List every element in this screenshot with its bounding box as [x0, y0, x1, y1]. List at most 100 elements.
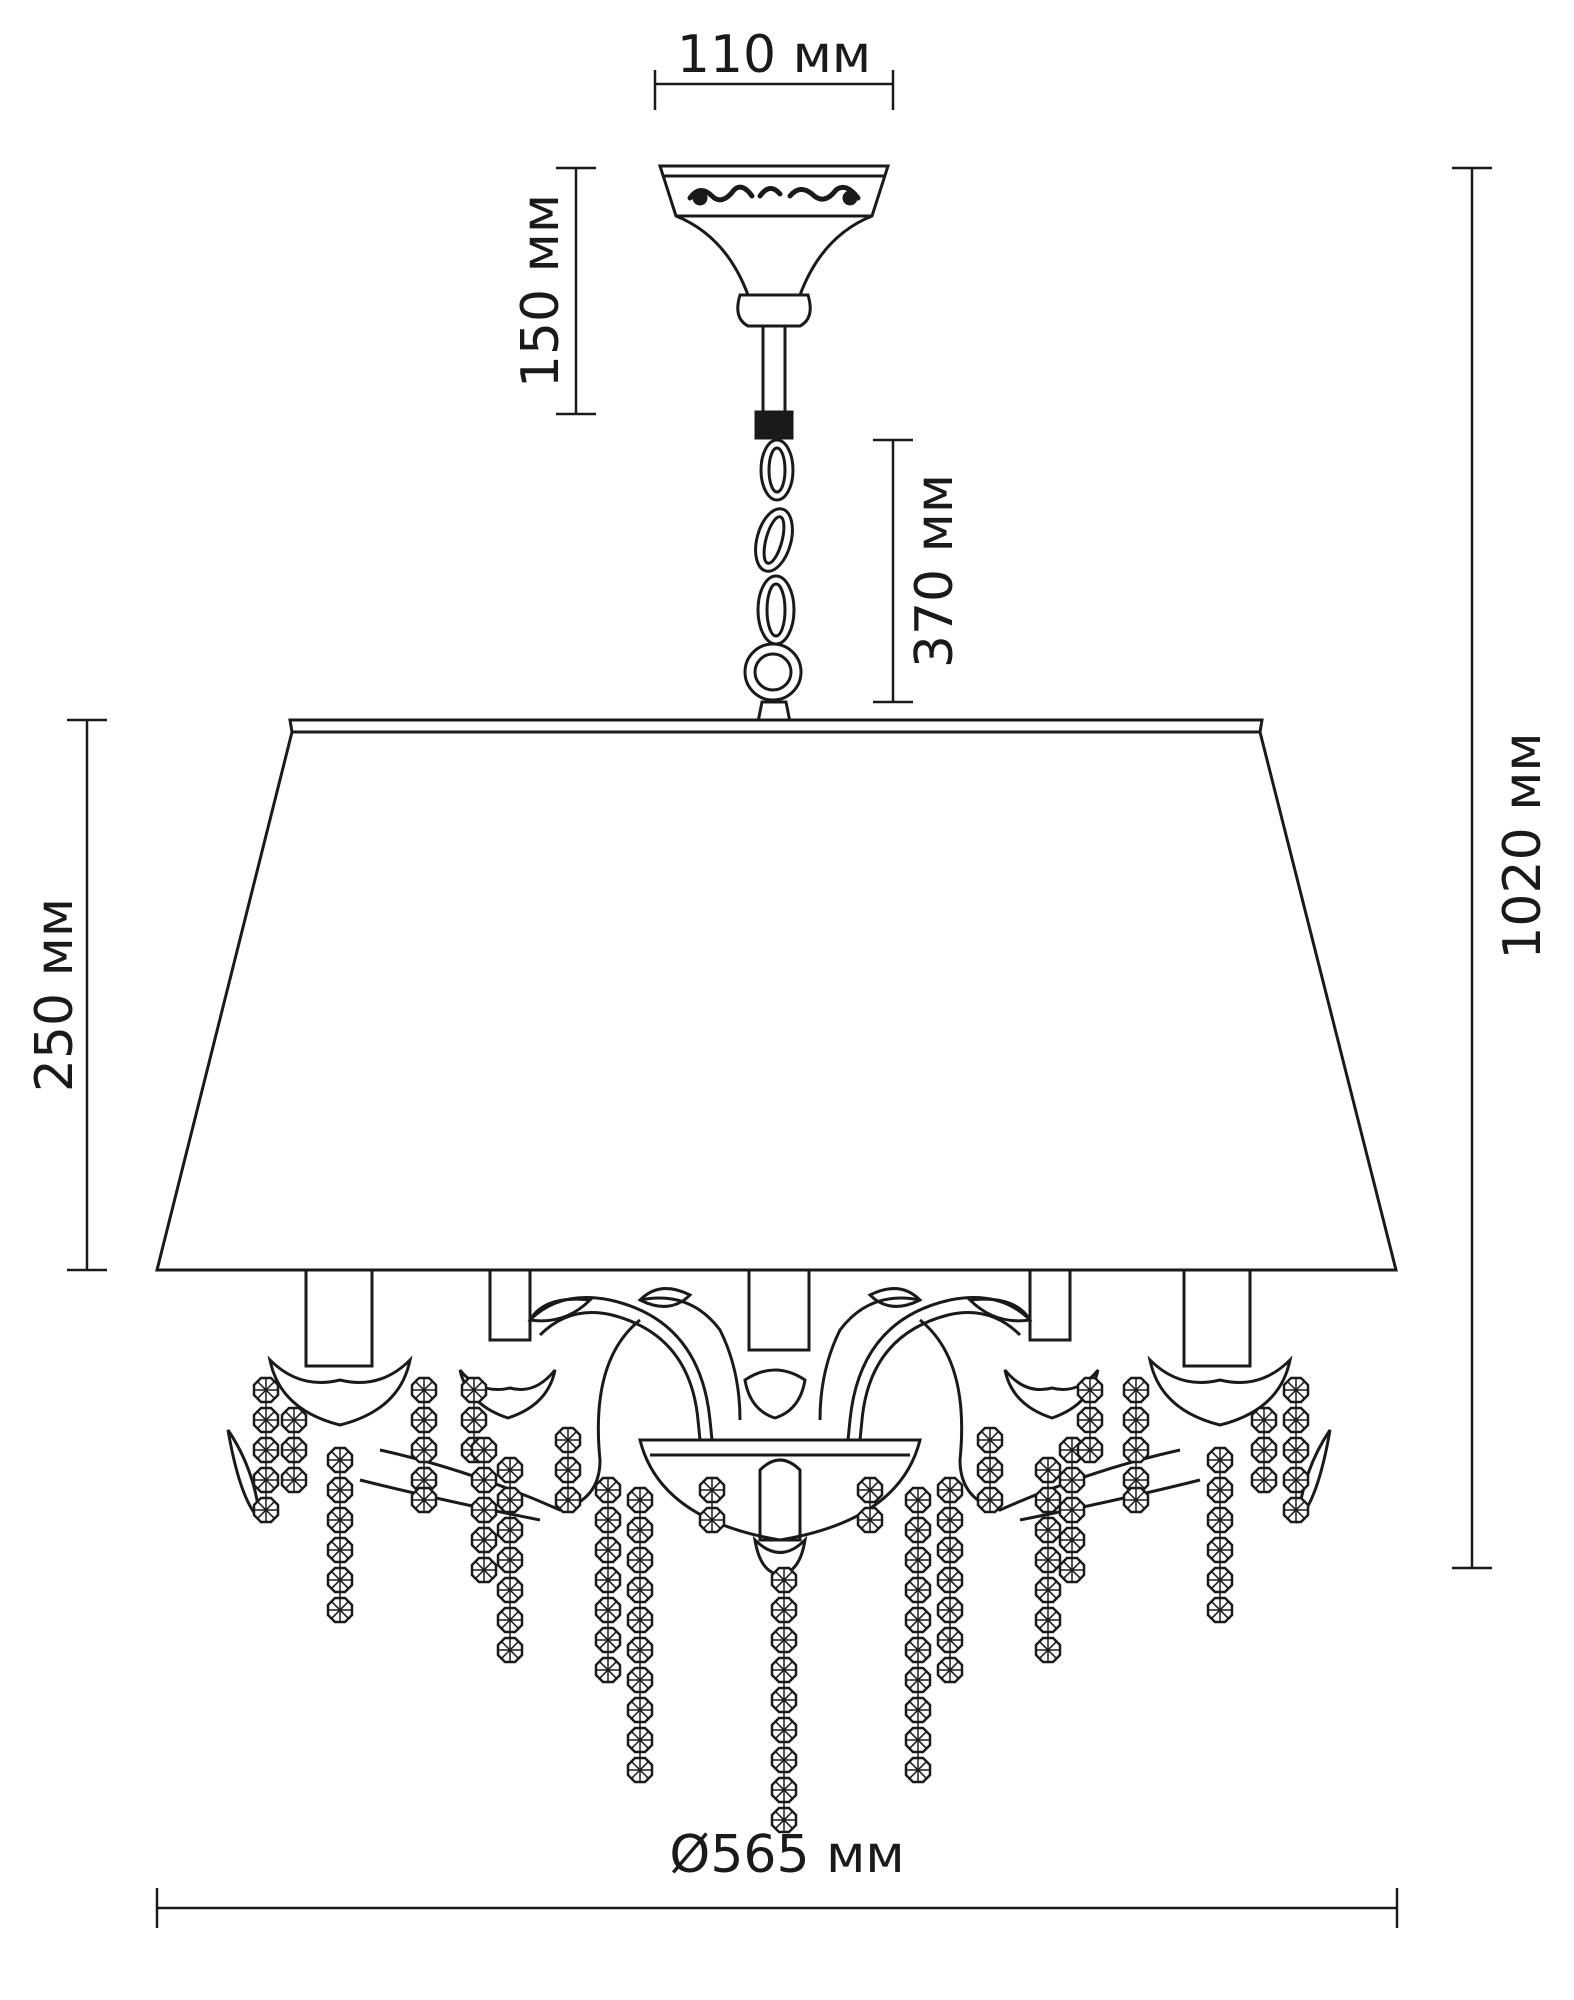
crystal-bead: [554, 1426, 582, 1454]
crystal-bead: [626, 1606, 654, 1634]
crystal-bead: [1122, 1406, 1150, 1434]
crystal-bead: [626, 1546, 654, 1574]
crystal-bead: [326, 1476, 354, 1504]
crystal-bead: [626, 1666, 654, 1694]
crystal-bead: [904, 1666, 932, 1694]
dim-chain-length: [873, 438, 913, 704]
crystal-bead: [904, 1636, 932, 1664]
crystal-bead: [770, 1716, 798, 1744]
crystal-bead: [1250, 1466, 1278, 1494]
crystal-bead: [1282, 1466, 1310, 1494]
crystal-bead: [626, 1636, 654, 1664]
candle-sleeves: [304, 1268, 1252, 1368]
dim-mount-height-label: 150 мм: [511, 194, 571, 388]
crystal-bead: [594, 1566, 622, 1594]
chain: [743, 438, 803, 724]
crystal-bead: [496, 1486, 524, 1514]
arm-leaves: [527, 1287, 1033, 1323]
crystal-bead: [554, 1486, 582, 1514]
crystal-bead: [904, 1726, 932, 1754]
crystal-bead: [1076, 1376, 1104, 1404]
crystal-bead: [252, 1466, 280, 1494]
crystal-bead: [976, 1456, 1004, 1484]
crystal-bead: [626, 1756, 654, 1784]
crystal-bead: [770, 1566, 798, 1594]
crystal-bead: [326, 1566, 354, 1594]
crystal-bead: [470, 1496, 498, 1524]
crystal-bead: [1206, 1596, 1234, 1624]
crystal-bead: [770, 1626, 798, 1654]
crystal-bead: [936, 1596, 964, 1624]
crystal-bead: [326, 1506, 354, 1534]
canopy-ornament: [687, 184, 861, 206]
crystal-bead: [1034, 1486, 1062, 1514]
crystal-bead: [410, 1436, 438, 1464]
crystal-bead: [410, 1376, 438, 1404]
dim-diameter: [155, 1888, 1399, 1928]
crystal-bead: [594, 1626, 622, 1654]
crystal-bead: [770, 1806, 798, 1834]
crystal-bead: [460, 1376, 488, 1404]
crystal-bead: [626, 1486, 654, 1514]
crystal-bead: [1034, 1576, 1062, 1604]
crystal-bead: [594, 1476, 622, 1504]
dim-shade-height-label: 250 мм: [25, 898, 85, 1092]
crystal-bead: [1282, 1406, 1310, 1434]
crystal-bead: [856, 1476, 884, 1504]
crystal-bead: [1034, 1456, 1062, 1484]
crystal-bead: [594, 1596, 622, 1624]
crystal-bead: [1206, 1566, 1234, 1594]
crystal-bead: [252, 1496, 280, 1524]
crystal-bead: [1034, 1606, 1062, 1634]
crystal-bead: [936, 1476, 964, 1504]
chandelier-arms: [359, 1296, 1201, 1522]
crystal-bead: [496, 1546, 524, 1574]
crystal-bead: [1034, 1516, 1062, 1544]
crystal-bead: [1058, 1556, 1086, 1584]
crystal-bead: [1122, 1486, 1150, 1514]
crystal-bead: [554, 1456, 582, 1484]
crystal-bead: [1206, 1446, 1234, 1474]
crystal-bead: [1076, 1436, 1104, 1464]
crystal-bead: [1058, 1466, 1086, 1494]
crystal-bead: [1034, 1636, 1062, 1664]
crystal-bead: [770, 1686, 798, 1714]
crystal-bead: [770, 1746, 798, 1774]
crystal-bead: [496, 1456, 524, 1484]
crystal-bead: [770, 1596, 798, 1624]
crystal-bead: [1122, 1436, 1150, 1464]
central-bowl: [638, 1438, 922, 1577]
crystal-bead: [410, 1406, 438, 1434]
crystal-bead: [904, 1576, 932, 1604]
crystal-bead: [1058, 1496, 1086, 1524]
crystal-bead: [594, 1506, 622, 1534]
crystal-bead: [1282, 1496, 1310, 1524]
crystal-bead: [976, 1486, 1004, 1514]
dim-mount-width: [653, 70, 895, 110]
crystal-bead: [936, 1506, 964, 1534]
crystal-bead: [594, 1536, 622, 1564]
crystal-bead: [1034, 1546, 1062, 1574]
crystal-bead: [496, 1606, 524, 1634]
crystal-bead: [410, 1486, 438, 1514]
crystal-bead: [326, 1536, 354, 1564]
crystal-bead: [496, 1576, 524, 1604]
suspension-rod: [754, 324, 794, 440]
crystal-bead: [326, 1596, 354, 1624]
crystal-bead: [904, 1516, 932, 1544]
crystal-bead: [1250, 1436, 1278, 1464]
crystal-bead: [626, 1726, 654, 1754]
dim-mount-height: [556, 166, 596, 416]
crystal-bead: [626, 1516, 654, 1544]
crystal-bead: [470, 1556, 498, 1584]
lamp-shade: [155, 718, 1398, 1272]
crystal-bead: [1206, 1476, 1234, 1504]
crystal-bead: [280, 1406, 308, 1434]
dim-mount-width-label: 110 мм: [677, 25, 871, 85]
crystal-bead: [470, 1436, 498, 1464]
crystal-bead: [410, 1466, 438, 1494]
crystal-bead: [1058, 1526, 1086, 1554]
crystal-bead: [770, 1656, 798, 1684]
